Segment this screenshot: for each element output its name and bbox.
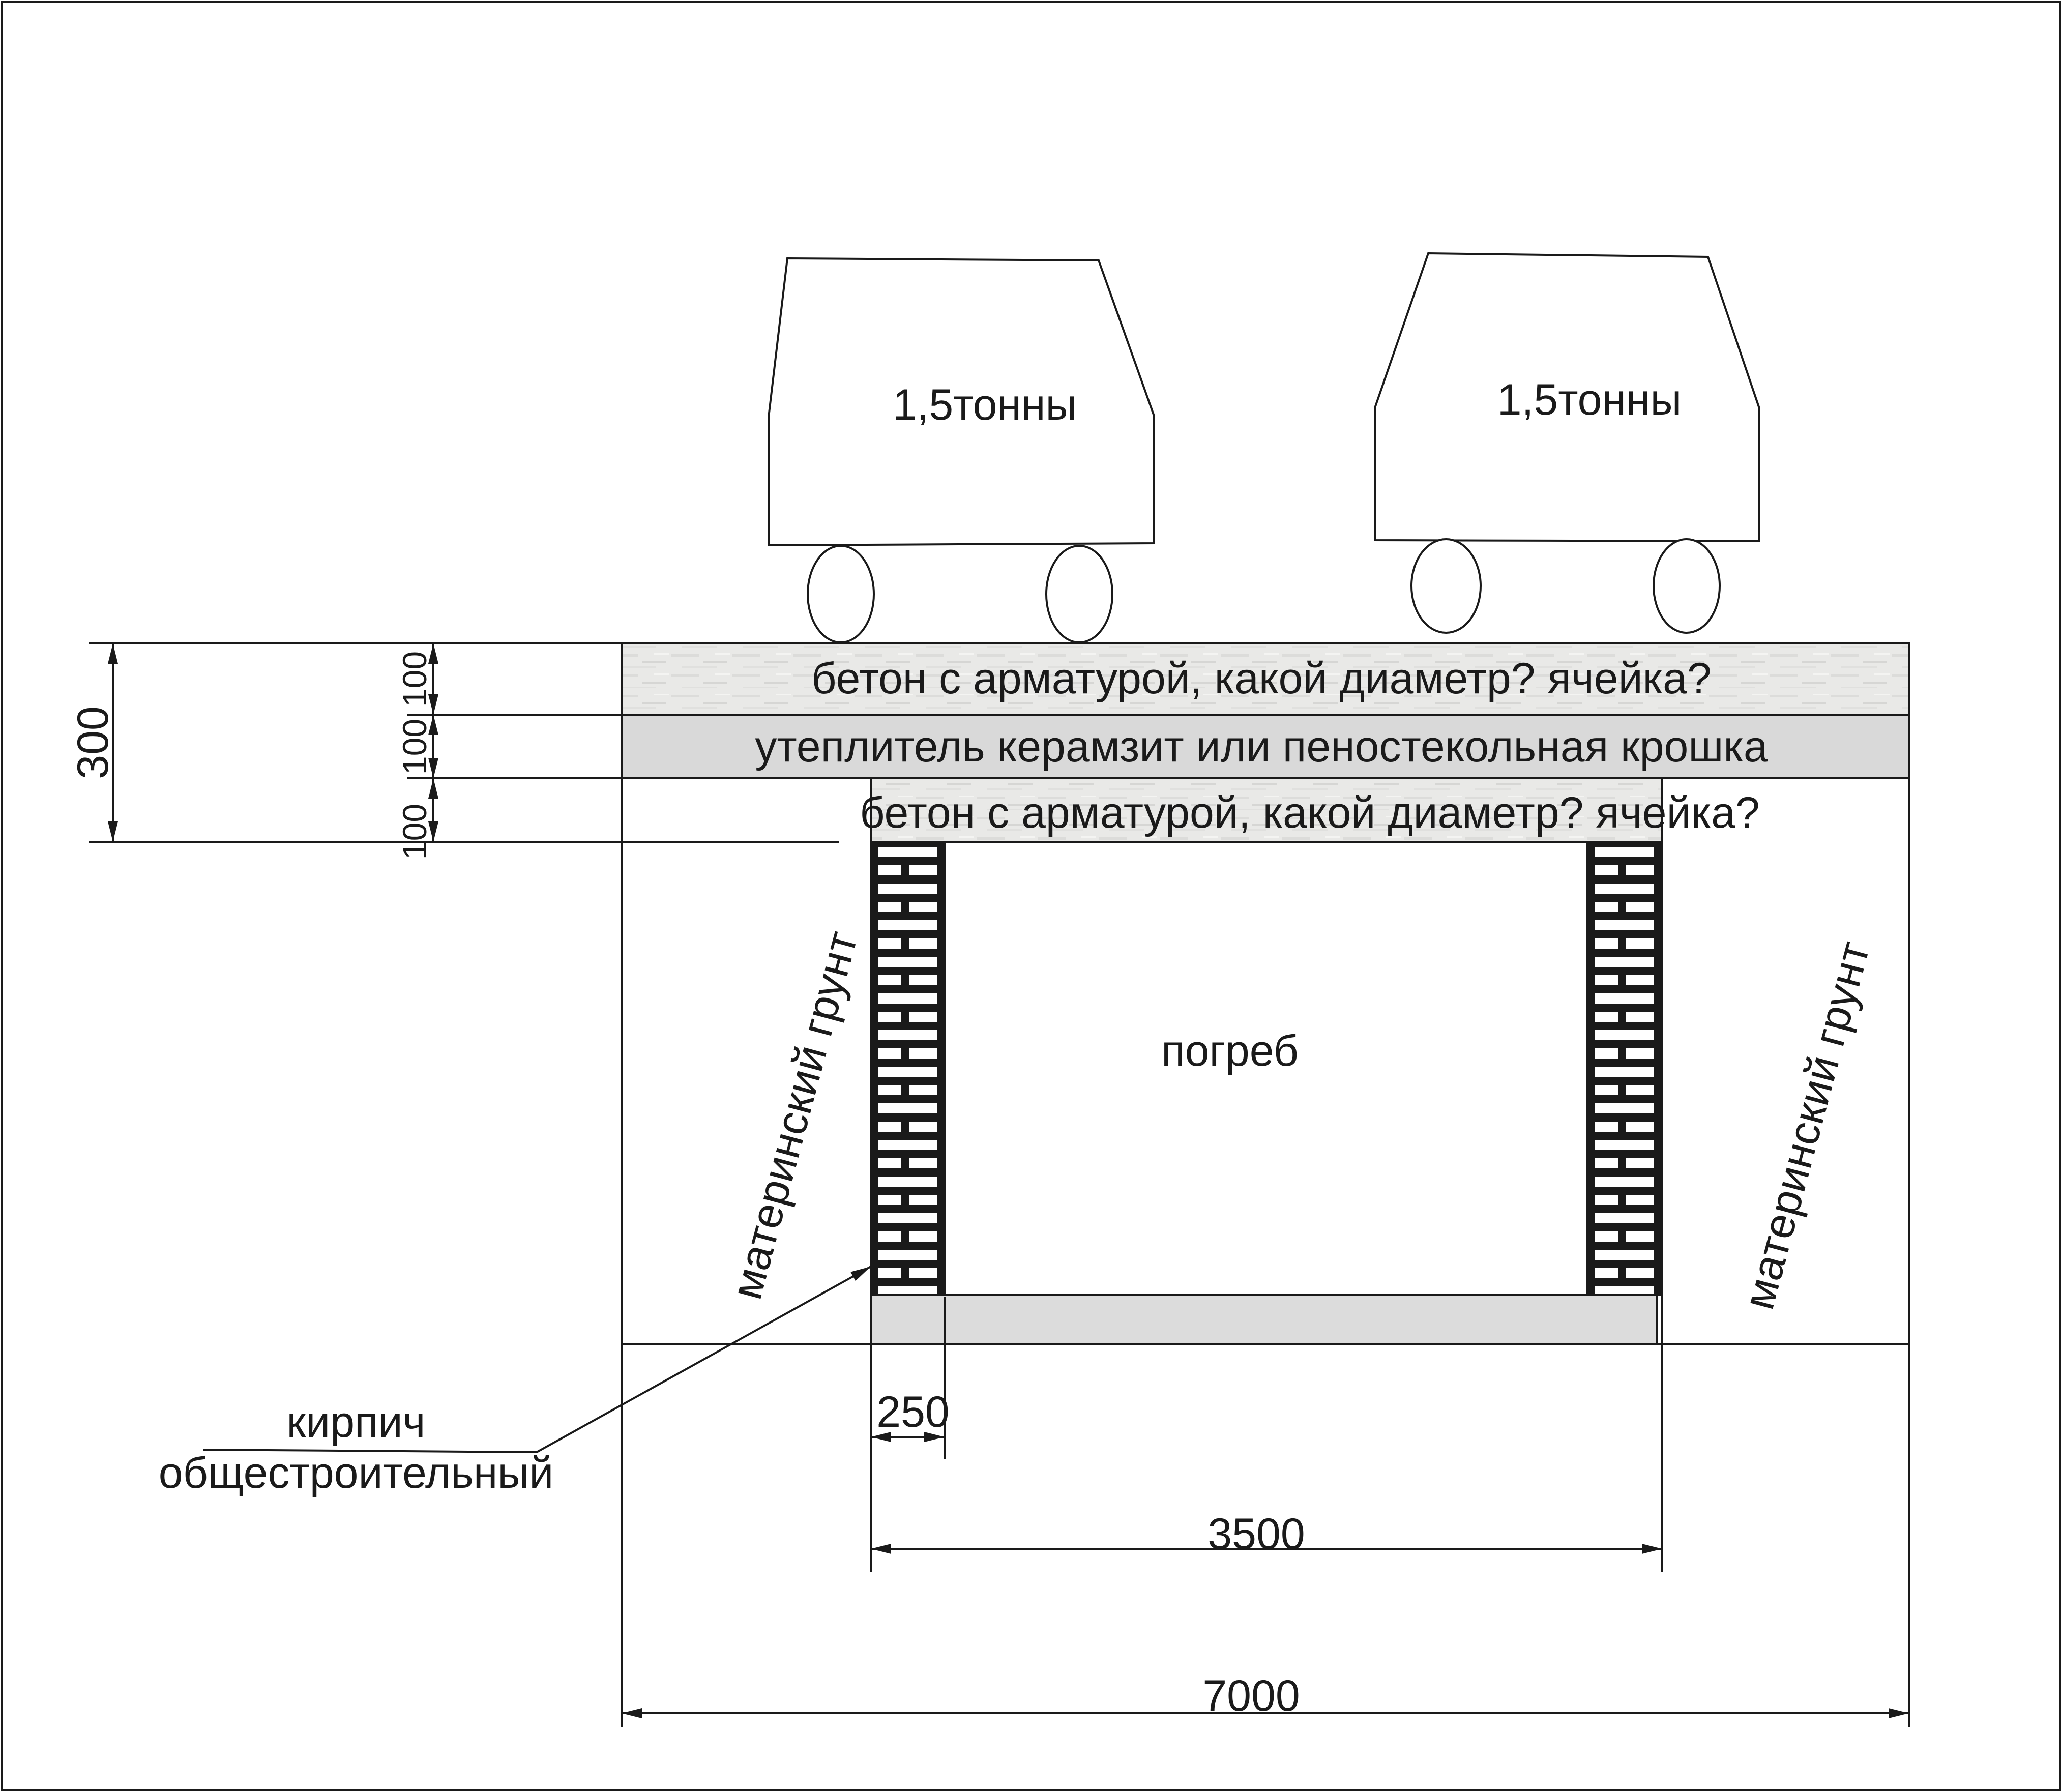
car-2-label: 1,5тонны <box>1497 375 1682 424</box>
bottom-slab-label: бетон с арматурой, какой диаметр? ячейка… <box>860 788 1760 837</box>
dim-inner-width: 3500 <box>871 1344 1663 1572</box>
car-1-wheel-right <box>1045 545 1113 643</box>
car-1-wheel-left <box>807 545 875 643</box>
brick-wall-left <box>870 841 946 1296</box>
brick-label-line1: кирпич <box>287 1398 426 1447</box>
dim-layers: 100 100 100 <box>396 643 622 860</box>
car-2-wheel-right <box>1653 538 1721 634</box>
brick-wall-right <box>1586 841 1662 1296</box>
dim-layer-bottom-text: 100 <box>396 804 433 860</box>
car-1-label: 1,5тонны <box>893 380 1077 429</box>
dim-total-depth: 300 <box>69 642 839 843</box>
brick-leader-line <box>203 1266 871 1454</box>
car-2 <box>1374 252 1760 634</box>
brick-label-line2: общестроительный <box>159 1449 554 1497</box>
dim-layer-mid-text: 100 <box>396 719 433 775</box>
dim-total-width-text: 7000 <box>1202 1671 1300 1720</box>
dim-wall: 250 <box>870 1297 950 1572</box>
insulation-layer <box>621 714 1910 779</box>
dim-inner-width-text: 3500 <box>1207 1510 1305 1559</box>
insulation-label: утеплитель керамзит или пеностекольная к… <box>755 722 1768 771</box>
dim-wall-text: 250 <box>876 1388 950 1436</box>
dim-layer-top-text: 100 <box>396 651 433 707</box>
dim-total-depth-text: 300 <box>69 706 117 779</box>
car-2-wheel-left <box>1410 538 1482 634</box>
cellar-floor-slab <box>870 1294 1658 1345</box>
dim-total-width: 7000 <box>621 1344 1910 1727</box>
top-slab-label: бетон с арматурой, какой диаметр? ячейка… <box>811 654 1712 703</box>
cellar-label: погреб <box>1161 1026 1299 1075</box>
top-concrete-slab <box>621 642 1910 716</box>
car-1 <box>768 257 1155 643</box>
